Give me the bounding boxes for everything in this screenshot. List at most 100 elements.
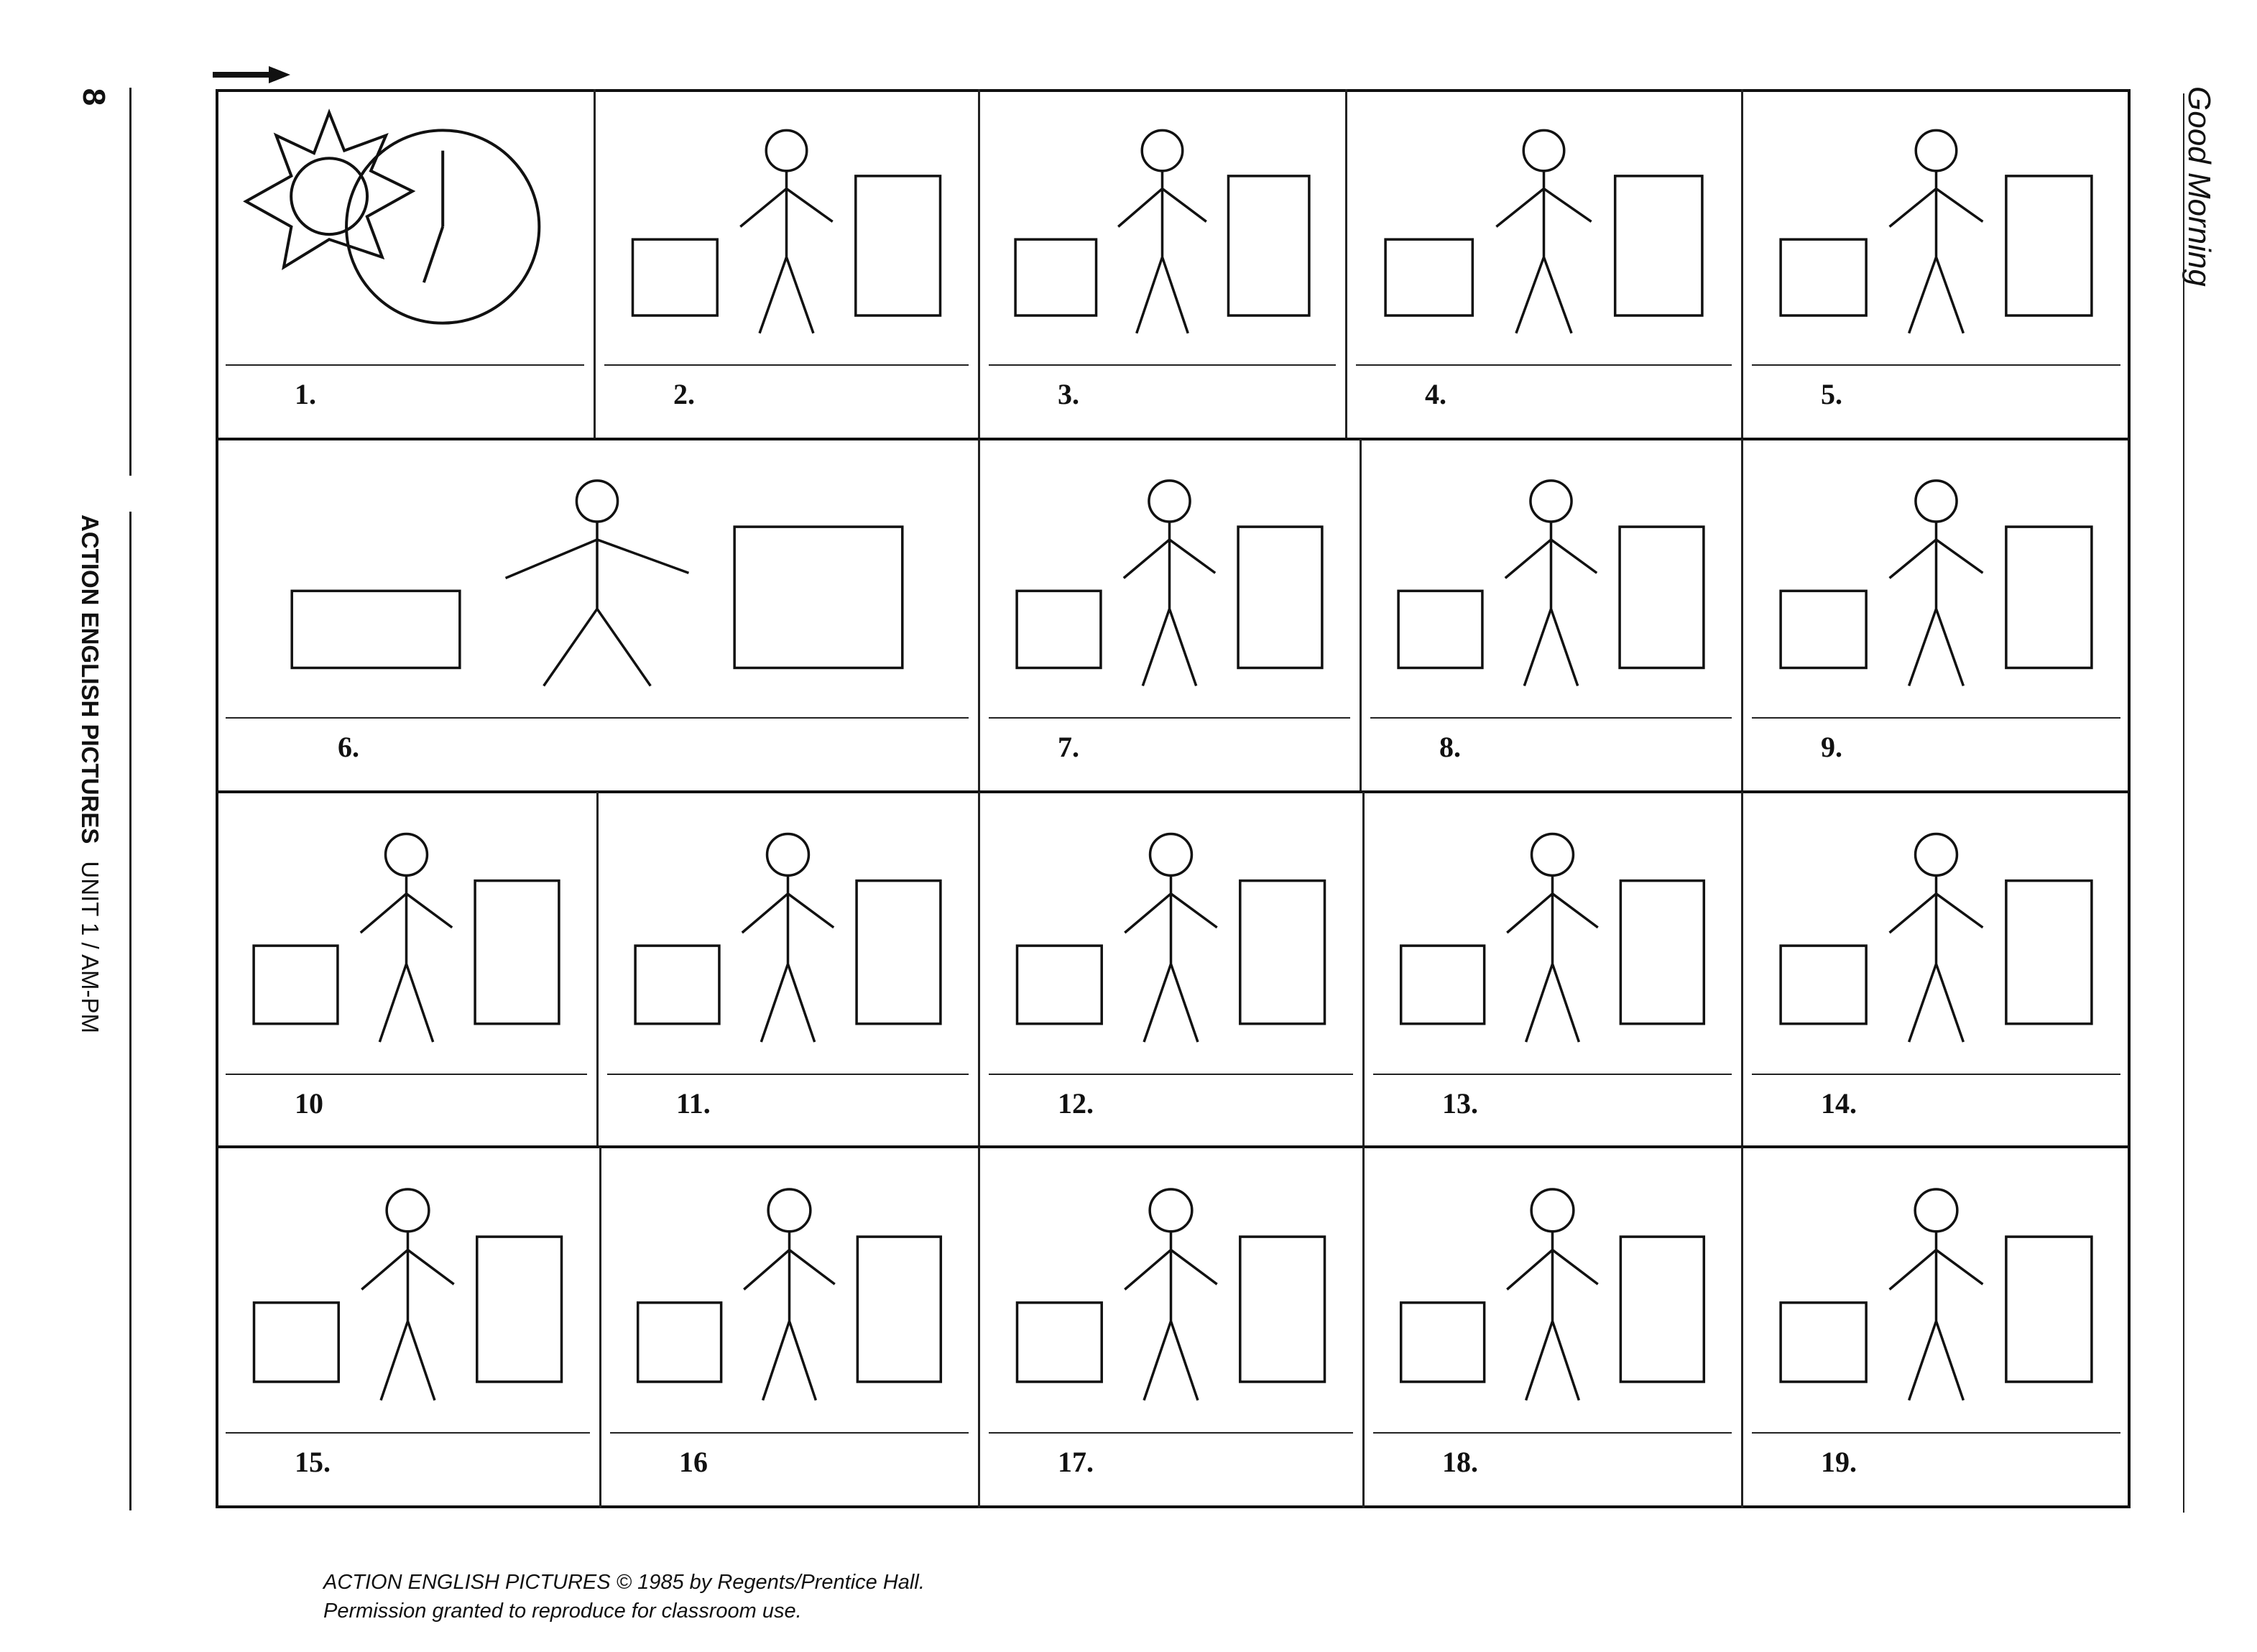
arrow-icon bbox=[213, 66, 290, 83]
sleeping-woman-icon bbox=[631, 129, 942, 334]
answer-line bbox=[1752, 1432, 2120, 1434]
sitting-up-in-bed-icon bbox=[1779, 129, 2093, 334]
exercising-icon bbox=[290, 479, 904, 687]
answer-line bbox=[989, 364, 1336, 366]
answer-line bbox=[226, 1074, 587, 1075]
column-divider bbox=[1741, 1147, 1743, 1508]
picture-panel: 8. bbox=[1360, 439, 1742, 792]
panel-number: 17. bbox=[1058, 1446, 1094, 1478]
panel-number: 1. bbox=[295, 378, 316, 410]
picture-panel: 1. bbox=[216, 89, 594, 439]
putting-on-coat-icon bbox=[1015, 1188, 1326, 1401]
column-divider bbox=[1345, 89, 1347, 439]
answer-line bbox=[1373, 1074, 1732, 1075]
column-divider bbox=[1741, 792, 1743, 1147]
row-divider bbox=[216, 438, 2131, 440]
panel-number: 11. bbox=[676, 1087, 711, 1120]
unit-label: UNIT 1 / AM-PM bbox=[77, 861, 103, 1033]
book-unit-caption: ACTION ENGLISH PICTURES UNIT 1 / AM-PM bbox=[72, 514, 108, 1033]
picture-panel: 15. bbox=[216, 1147, 600, 1508]
column-divider bbox=[1741, 439, 1743, 792]
panel-number: 7. bbox=[1058, 731, 1079, 763]
leaving-house-icon bbox=[1779, 1188, 2093, 1401]
picture-panel: 18. bbox=[1363, 1147, 1742, 1508]
panel-number: 9. bbox=[1821, 731, 1842, 763]
washing-face-icon bbox=[1397, 479, 1705, 687]
column-divider bbox=[978, 439, 980, 792]
page-number: 8 bbox=[76, 88, 112, 106]
picture-panel: 3. bbox=[979, 89, 1346, 439]
column-divider bbox=[1741, 89, 1743, 439]
answer-line bbox=[989, 717, 1350, 719]
left-margin-rule bbox=[129, 88, 131, 476]
getting-dressed-icon bbox=[252, 832, 560, 1043]
answer-line bbox=[1752, 1074, 2120, 1075]
stretching-in-bed-icon bbox=[1014, 129, 1311, 334]
answer-line bbox=[1356, 364, 1732, 366]
answer-line bbox=[610, 1432, 969, 1434]
answer-line bbox=[604, 364, 969, 366]
answer-line bbox=[226, 717, 969, 719]
panel-number: 5. bbox=[1821, 378, 1842, 410]
answer-line bbox=[1752, 364, 2120, 366]
picture-panel: 7. bbox=[979, 439, 1360, 792]
column-divider bbox=[1362, 1147, 1365, 1508]
column-divider bbox=[594, 89, 596, 439]
panel-number: 8. bbox=[1439, 731, 1461, 763]
picture-panel: 19. bbox=[1742, 1147, 2131, 1508]
picture-panel: 10 bbox=[216, 792, 597, 1147]
picture-panel: 2. bbox=[594, 89, 979, 439]
copyright-footer: ACTION ENGLISH PICTURES © 1985 by Regent… bbox=[323, 1568, 925, 1625]
panel-number: 12. bbox=[1058, 1087, 1094, 1120]
answer-line bbox=[1752, 717, 2120, 719]
column-divider bbox=[1362, 792, 1365, 1147]
answer-line bbox=[989, 1074, 1353, 1075]
panel-number: 2. bbox=[673, 378, 695, 410]
picture-grid bbox=[216, 89, 2131, 1508]
going-to-bathroom-icon bbox=[252, 1188, 563, 1401]
answer-line bbox=[607, 1074, 969, 1075]
column-divider bbox=[978, 792, 980, 1147]
reading-newspaper-icon bbox=[1779, 832, 2093, 1043]
panel-number: 16 bbox=[679, 1446, 708, 1478]
column-divider bbox=[1360, 439, 1362, 792]
making-bed-icon bbox=[634, 832, 942, 1043]
panel-number: 6. bbox=[338, 731, 359, 763]
answer-line bbox=[1370, 717, 1732, 719]
row-divider bbox=[216, 790, 2131, 793]
sun-clock-icon bbox=[243, 109, 541, 325]
picture-panel: 9. bbox=[1742, 439, 2131, 792]
unit-title: Good Morning bbox=[2182, 86, 2217, 287]
row-divider bbox=[216, 1145, 2131, 1148]
picture-panel: 4. bbox=[1346, 89, 1742, 439]
book-title: ACTION ENGLISH PICTURES bbox=[77, 514, 103, 844]
picture-panel: 13. bbox=[1363, 792, 1742, 1147]
column-divider bbox=[596, 792, 599, 1147]
picture-panel: 5. bbox=[1742, 89, 2131, 439]
panel-number: 18. bbox=[1442, 1446, 1478, 1478]
answer-line bbox=[1373, 1432, 1732, 1434]
picture-panel: 14. bbox=[1742, 792, 2131, 1147]
walking-to-bathroom-icon bbox=[1015, 479, 1324, 687]
walking-to-bedroom-icon bbox=[1779, 479, 2093, 687]
picture-panel: 12. bbox=[979, 792, 1363, 1147]
answer-line bbox=[226, 1432, 590, 1434]
panel-number: 14. bbox=[1821, 1087, 1857, 1120]
copyright-line: ACTION ENGLISH PICTURES © 1985 by Regent… bbox=[323, 1571, 925, 1594]
eating-breakfast-icon bbox=[1399, 832, 1706, 1043]
saying-goodbye-icon bbox=[1399, 1188, 1706, 1401]
picture-panel: 6. bbox=[216, 439, 979, 792]
going-to-kitchen-icon bbox=[1015, 832, 1326, 1043]
panel-number: 4. bbox=[1425, 378, 1446, 410]
panel-number: 3. bbox=[1058, 378, 1079, 410]
answer-line bbox=[989, 1432, 1353, 1434]
column-divider bbox=[599, 1147, 601, 1508]
panel-number: 10 bbox=[295, 1087, 323, 1120]
picture-panel: 17. bbox=[979, 1147, 1363, 1508]
column-divider bbox=[978, 89, 980, 439]
brushing-teeth-icon bbox=[636, 1188, 943, 1401]
answer-line bbox=[226, 364, 584, 366]
column-divider bbox=[978, 1147, 980, 1508]
panel-number: 15. bbox=[295, 1446, 331, 1478]
right-margin-rule bbox=[2183, 93, 2184, 1513]
